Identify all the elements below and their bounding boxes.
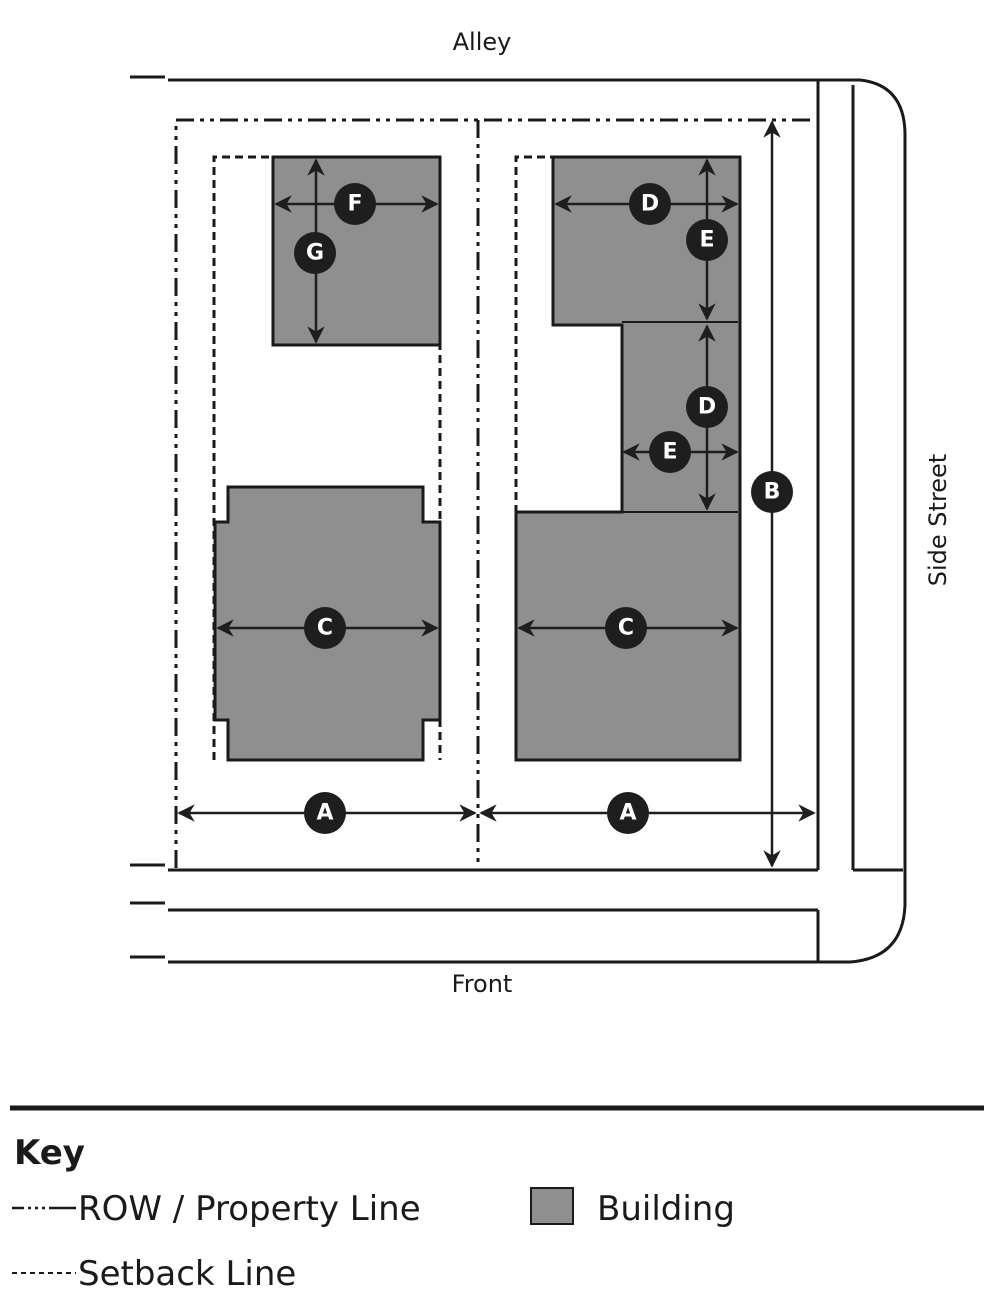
key-item-building: Building [530, 1187, 735, 1229]
svg-text:Building: Building [597, 1189, 735, 1229]
svg-text:F: F [347, 192, 362, 217]
building-swatch-icon [530, 1187, 574, 1225]
label-D-top: D [629, 183, 671, 225]
svg-text:ROW / Property Line: ROW / Property Line [78, 1189, 421, 1229]
key-title: Key [14, 1133, 85, 1173]
label-C-right: C [605, 607, 647, 649]
label-E-top: E [686, 219, 728, 261]
property-lines [174, 118, 815, 868]
front-label: Front [452, 970, 513, 998]
key-item-setback-line: Setback Line [12, 1254, 296, 1294]
svg-text:D: D [698, 395, 716, 420]
svg-text:C: C [317, 616, 333, 641]
street-lines [130, 75, 907, 964]
svg-text:G: G [306, 241, 324, 266]
label-F: F [334, 183, 376, 225]
svg-text:D: D [641, 192, 659, 217]
svg-text:A: A [316, 801, 333, 826]
label-C-left: C [304, 607, 346, 649]
svg-text:Setback Line: Setback Line [78, 1254, 296, 1294]
svg-text:E: E [699, 228, 714, 253]
label-A-right: A [607, 792, 649, 834]
svg-text:A: A [619, 801, 636, 826]
label-D-mid: D [686, 386, 728, 428]
label-A-left: A [304, 792, 346, 834]
label-B: B [751, 471, 793, 513]
side-street-label: Side Street [924, 454, 952, 586]
svg-text:E: E [662, 440, 677, 465]
alley-label: Alley [453, 28, 512, 56]
svg-text:B: B [764, 480, 781, 505]
label-E-mid: E [649, 431, 691, 473]
key-item-property-line: ROW / Property Line [12, 1189, 421, 1229]
label-G: G [294, 232, 336, 274]
svg-text:C: C [618, 616, 634, 641]
